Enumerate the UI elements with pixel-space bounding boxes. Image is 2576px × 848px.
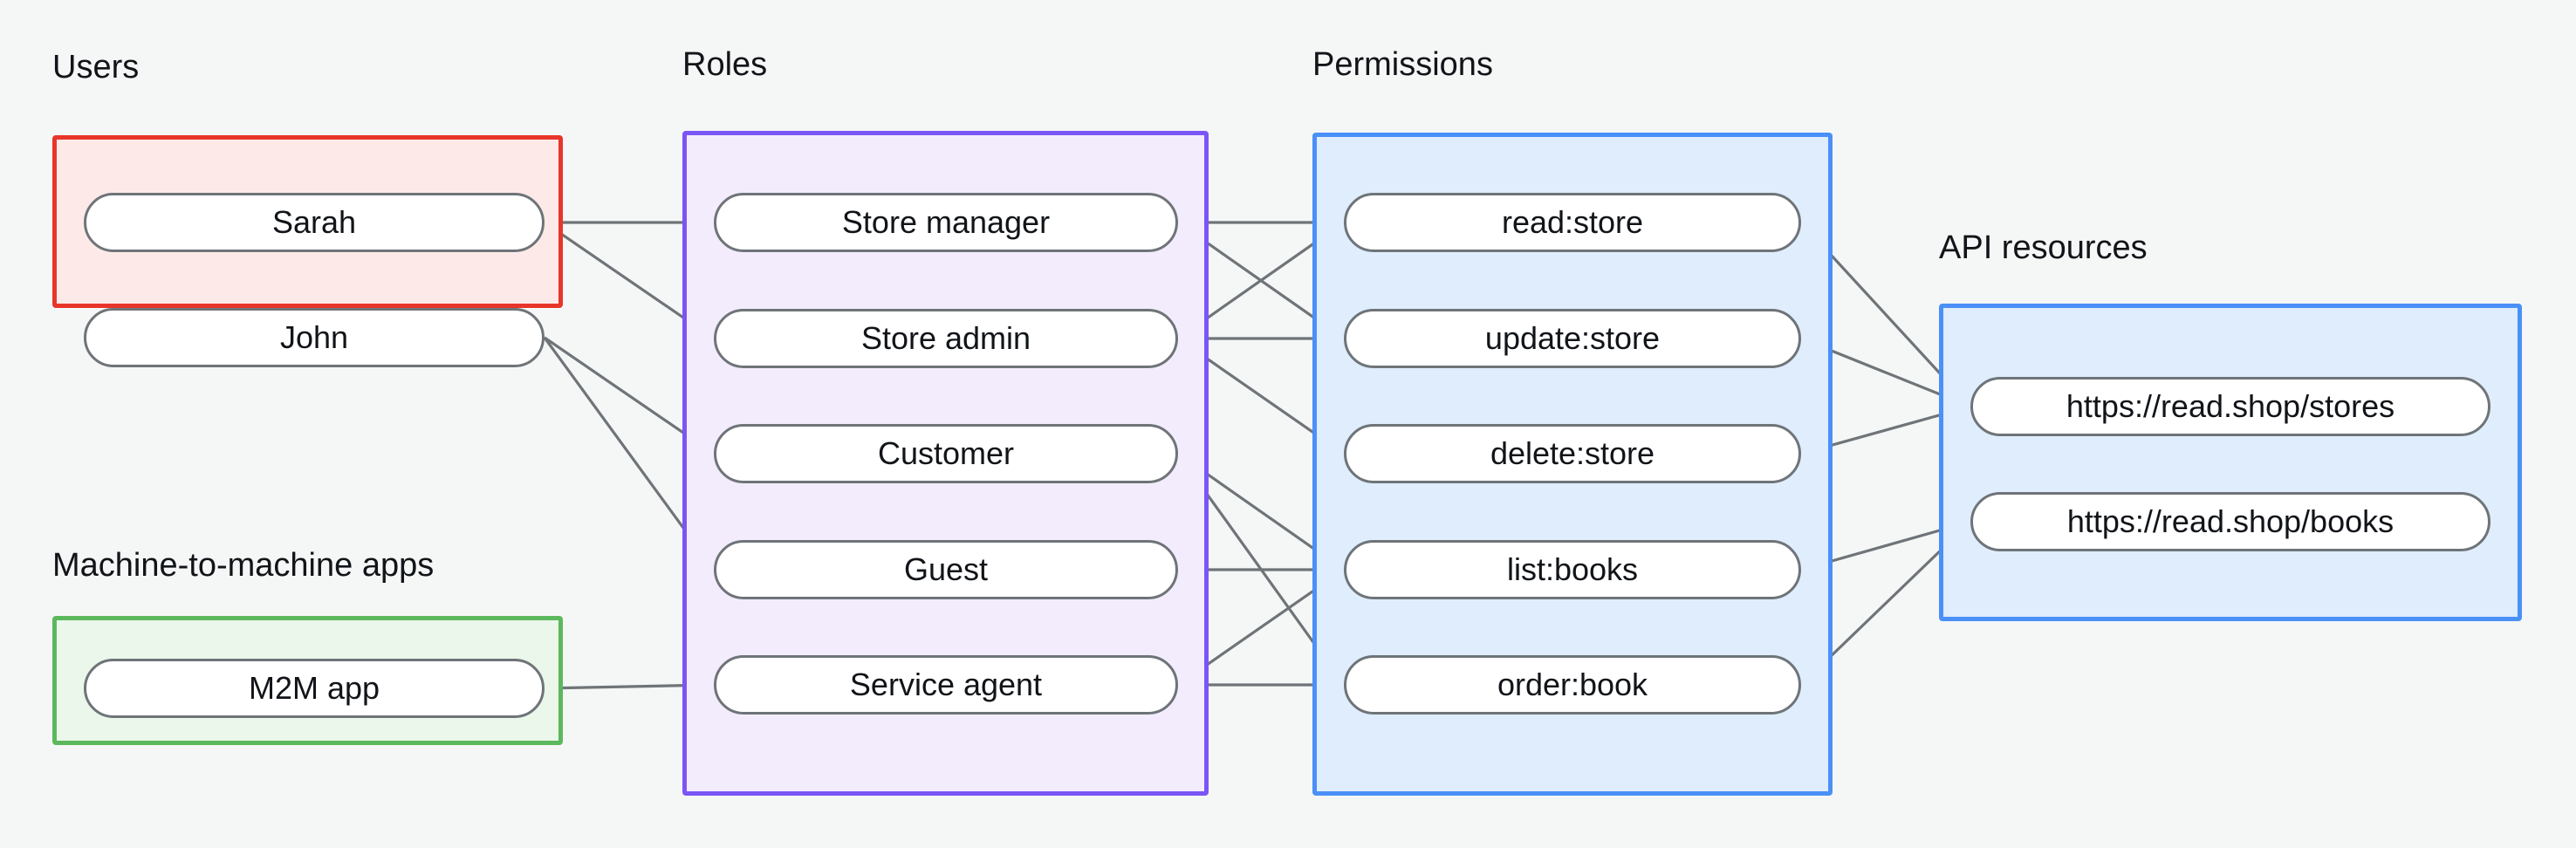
node-label: https://read.shop/stores <box>2066 388 2395 424</box>
group-box-api <box>1939 304 2522 621</box>
node-res_books[interactable]: https://read.shop/books <box>1970 492 2490 551</box>
node-label: John <box>279 319 349 355</box>
node-label: Store manager <box>841 204 1051 240</box>
node-guest[interactable]: Guest <box>714 540 1178 599</box>
node-customer[interactable]: Customer <box>714 424 1178 483</box>
node-update_store[interactable]: update:store <box>1344 309 1801 368</box>
node-label: https://read.shop/books <box>2066 503 2394 539</box>
group-title-m2m: Machine-to-machine apps <box>52 547 435 584</box>
group-title-users: Users <box>52 49 140 85</box>
node-label: order:book <box>1497 667 1648 702</box>
node-label: Service agent <box>849 667 1043 702</box>
node-label: list:books <box>1506 551 1639 587</box>
node-store_manager[interactable]: Store manager <box>714 193 1178 252</box>
group-title-permissions: Permissions <box>1312 46 1493 83</box>
node-label: Sarah <box>271 204 357 240</box>
node-label: Customer <box>877 435 1015 471</box>
node-res_stores[interactable]: https://read.shop/stores <box>1970 377 2490 436</box>
node-john[interactable]: John <box>84 308 545 367</box>
node-label: M2M app <box>248 670 380 706</box>
node-delete_store[interactable]: delete:store <box>1344 424 1801 483</box>
node-service_agent[interactable]: Service agent <box>714 655 1178 715</box>
node-order_book[interactable]: order:book <box>1344 655 1801 715</box>
group-title-roles: Roles <box>682 46 768 83</box>
node-list_books[interactable]: list:books <box>1344 540 1801 599</box>
node-label: Guest <box>903 551 989 587</box>
node-sarah[interactable]: Sarah <box>84 193 545 252</box>
node-store_admin[interactable]: Store admin <box>714 309 1178 368</box>
node-label: update:store <box>1484 320 1661 356</box>
node-m2mapp[interactable]: M2M app <box>84 659 545 718</box>
node-label: read:store <box>1501 204 1644 240</box>
node-label: delete:store <box>1490 435 1655 471</box>
node-label: Store admin <box>860 320 1031 356</box>
group-title-api: API resources <box>1939 229 2148 266</box>
node-read_store[interactable]: read:store <box>1344 193 1801 252</box>
